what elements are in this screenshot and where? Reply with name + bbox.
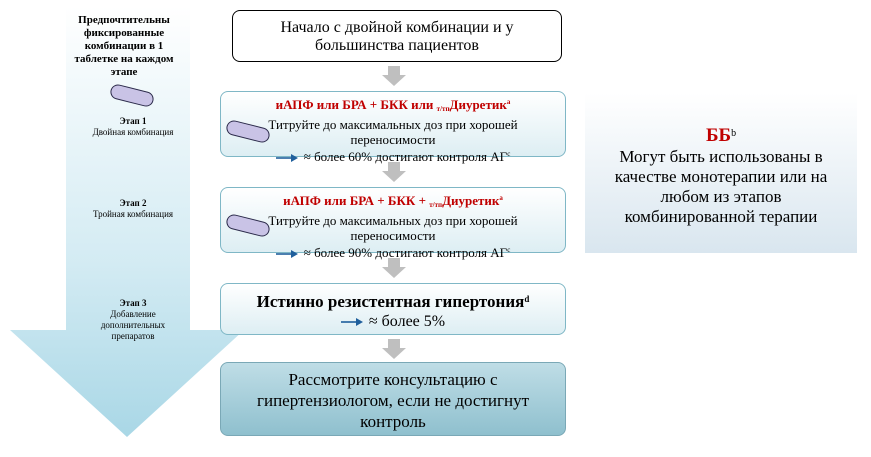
sidebar-title: Предпочтительны фиксированные комбинации… xyxy=(74,14,174,78)
final-line-2: гипертензиологом, если не достигнут xyxy=(257,391,529,410)
bb-panel xyxy=(585,93,857,253)
step-3-box: Истинно резистентная гипертонияd ≈ более… xyxy=(220,283,566,335)
stage-2-label: Этап 2 xyxy=(119,198,147,208)
stage-1-desc: Двойная комбинация xyxy=(92,127,174,137)
step-1-drugs-b: Диуретик xyxy=(449,97,507,112)
step-1-drugs-sub: т/тп xyxy=(436,105,450,113)
step-1-result-sup: c xyxy=(507,150,511,158)
stage-3: Этап 3 Добавление дополнительных препара… xyxy=(82,298,184,342)
right-arrow-icon xyxy=(340,318,363,327)
step-2-result-sup: c xyxy=(507,246,511,254)
step-2-box: иАПФ или БРА + БКК + т/тпДиуретикa Титру… xyxy=(220,187,566,260)
step-2-titrate-1: Титруйте до максимальных доз при хорошей xyxy=(268,213,518,228)
stage-1-label: Этап 1 xyxy=(119,116,147,126)
step-2-drugs-b: Диуретик xyxy=(442,193,500,208)
stage-2-desc: Тройная комбинация xyxy=(92,209,174,219)
down-arrow-icon xyxy=(382,162,406,182)
step-3-title: Истинно резистентная гипертония xyxy=(256,292,525,311)
final-line-3: контроль xyxy=(360,412,426,431)
step-3-title-sup: d xyxy=(524,294,530,304)
step-1-titrate-2: переносимости xyxy=(350,132,436,147)
step-1-drugs-a: иАПФ или БРА + БКК или xyxy=(275,97,437,112)
step-2-drugs: иАПФ или БРА + БКК + т/тпДиуретикa xyxy=(221,191,565,213)
down-arrow-icon xyxy=(382,66,406,86)
down-arrow-icon xyxy=(382,258,406,278)
bb-line-1: Могут быть использованы в xyxy=(619,147,823,166)
step-3-result-text: ≈ более 5% xyxy=(368,313,446,330)
step-1-result: ≈ более 60% достигают контроля АГc xyxy=(221,147,565,164)
step-2-drugs-a: иАПФ или БРА + БКК + xyxy=(283,193,430,208)
final-line-1: Рассмотрите консультацию с xyxy=(288,370,498,389)
step-2-titrate-2: переносимости xyxy=(350,228,436,243)
start-line-2: большинства пациентов xyxy=(315,37,479,54)
bb-line-4: комбинированной терапии xyxy=(624,207,818,226)
step-2-drugs-sub: т/тп xyxy=(429,201,443,209)
step-1-box: иАПФ или БРА + БКК или т/тпДиуретикa Тит… xyxy=(220,91,566,164)
final-box: Рассмотрите консультацию с гипертензиоло… xyxy=(220,362,566,436)
bb-title-line: ББb xyxy=(585,124,857,146)
step-3-title-line: Истинно резистентная гипертонияd xyxy=(221,289,565,312)
stage-2: Этап 2 Тройная комбинация xyxy=(86,198,180,220)
right-arrow-icon xyxy=(275,154,298,163)
right-arrow-icon xyxy=(275,250,298,259)
bb-title: ББ xyxy=(705,125,732,146)
step-2-drugs-sup: a xyxy=(499,194,503,202)
down-arrow-icon xyxy=(382,339,406,359)
step-2-result: ≈ более 90% достигают контроля АГc xyxy=(221,243,565,260)
bb-line-3: любом из этапов xyxy=(660,187,782,206)
step-2-result-text: ≈ более 90% достигают контроля АГ xyxy=(303,245,508,260)
bb-title-sup: b xyxy=(731,128,737,139)
stage-progress-arrow xyxy=(10,6,244,437)
stage-1: Этап 1 Двойная комбинация xyxy=(86,116,180,138)
start-box: Начало с двойной комбинации и у большинс… xyxy=(232,10,562,62)
step-1-result-text: ≈ более 60% достигают контроля АГ xyxy=(303,149,508,164)
step-3-result: ≈ более 5% xyxy=(221,312,565,332)
start-line-1: Начало с двойной комбинации и у xyxy=(280,19,514,36)
step-1-titrate-1: Титруйте до максимальных доз при хорошей xyxy=(268,117,518,132)
stage-3-label: Этап 3 xyxy=(119,298,147,308)
step-1-drugs: иАПФ или БРА + БКК или т/тпДиуретикa xyxy=(221,95,565,117)
bb-line-2: качестве монотерапии или на xyxy=(614,167,828,186)
stage-3-desc: Добавление дополнительных препаратов xyxy=(100,309,166,341)
step-1-drugs-sup: a xyxy=(506,98,511,106)
